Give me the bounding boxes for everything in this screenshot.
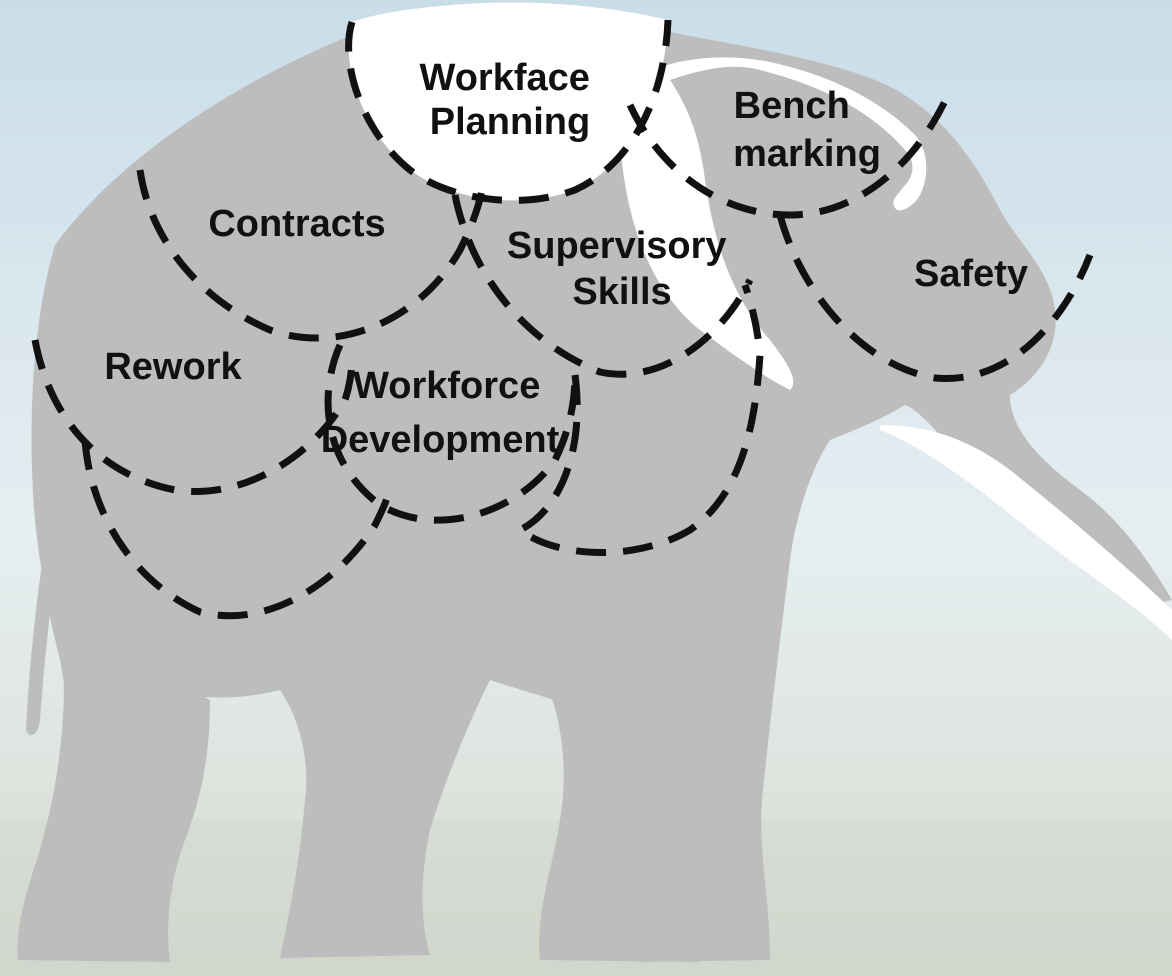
arc-workface-planning (345, 19, 672, 204)
elephant-rear-leg (17, 620, 210, 962)
arc-benchmarking (626, 88, 954, 219)
elephant-front-leg (530, 650, 706, 962)
arc-chest (513, 283, 764, 556)
label-rework: Rework (104, 346, 242, 388)
label-safety: Safety (914, 253, 1028, 295)
label-supervisory-skills: Supervisory Skills (507, 225, 737, 313)
elephant-tail (26, 470, 70, 736)
elephant-body (20, 8, 1172, 962)
arc-lower-rear (81, 439, 392, 620)
segment-boundaries (31, 19, 1094, 620)
label-workface-planning: Workface Planning (420, 57, 601, 143)
label-contracts: Contracts (208, 203, 385, 245)
arc-workforce-development (324, 343, 579, 524)
arc-rework (31, 339, 356, 495)
arc-contracts (136, 169, 486, 342)
segment-fill-workface-planning (348, 2, 668, 201)
label-benchmarking: Bench marking (733, 85, 881, 175)
arc-safety (776, 214, 1094, 382)
label-workforce-development: Workforce Development (321, 365, 560, 461)
elephant-silhouette (17, 8, 1172, 962)
segment-labels: Workface Planning Bench marking Contract… (104, 57, 1028, 461)
elephant-ear-gap (620, 57, 927, 390)
arc-supervisory-skills (451, 194, 754, 378)
